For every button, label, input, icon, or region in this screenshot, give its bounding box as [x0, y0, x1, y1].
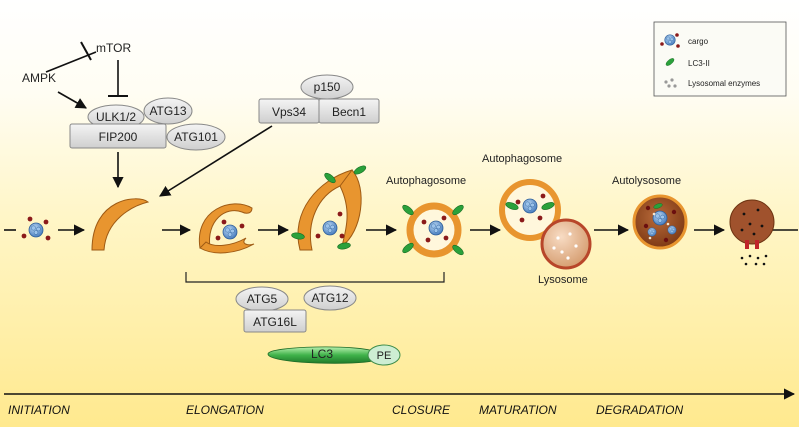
pe-node	[367, 344, 401, 366]
lysosome	[540, 218, 592, 270]
autolysosome	[632, 194, 688, 250]
vps34-complex: p150 Vps34 Becn1	[258, 74, 380, 124]
elongating-phagophore-2	[290, 163, 368, 251]
phagophore	[91, 198, 150, 251]
atg101-label: ATG101	[174, 130, 218, 144]
autophagosome-label-1: Autophagosome	[386, 175, 466, 187]
legend: cargo LC3-II Lysosomal enzymes	[653, 21, 787, 97]
atg13-node	[143, 97, 193, 125]
closing-autophagosome	[400, 202, 466, 258]
autolysosome-label: Autolysosome	[612, 175, 681, 187]
becn1-node	[318, 98, 380, 124]
legend-cargo-icon	[660, 33, 680, 48]
atg16l-node	[243, 309, 307, 333]
ulk-label: ULK1/2	[96, 110, 136, 124]
vps34-label: Vps34	[272, 105, 306, 119]
atg101-node	[166, 123, 226, 151]
lc3-label: LC3	[311, 347, 333, 361]
fip200-label: FIP200	[99, 130, 138, 144]
atg12-node	[303, 285, 357, 311]
legend-cargo-label: cargo	[688, 37, 709, 46]
stage-initiation: INITIATION	[8, 403, 70, 417]
fip200-node	[69, 123, 167, 149]
becn1-label: Becn1	[332, 105, 366, 119]
atg-conjugation-complex: ATG5 ATG12 ATG16L	[235, 285, 357, 333]
p150-label: p150	[314, 80, 341, 94]
elongating-phagophore-1	[198, 203, 255, 254]
legend-box	[653, 21, 787, 97]
atg5-label: ATG5	[247, 292, 278, 306]
stage-elongation: ELONGATION	[186, 403, 264, 417]
stage-closure: CLOSURE	[392, 403, 451, 417]
inhibition-bar-mtor	[80, 41, 92, 61]
atg13-label: ATG13	[149, 104, 186, 118]
vps34-to-phagophore-arrow	[159, 125, 273, 197]
autophagosome-label-2: Autophagosome	[482, 153, 562, 165]
legend-enzyme-icon	[664, 78, 677, 88]
lc3-pe: LC3 PE	[267, 344, 401, 366]
legend-enzyme-label: Lysosomal enzymes	[688, 79, 760, 88]
stage-maturation: MATURATION	[479, 403, 557, 417]
ulk-complex: ULK1/2 ATG13 FIP200 ATG101	[69, 97, 226, 151]
legend-lc3-label: LC3-II	[688, 59, 710, 68]
ampk-label: AMPK	[22, 71, 56, 85]
elongation-bracket	[185, 272, 445, 283]
mtor-label: mTOR	[96, 41, 131, 55]
ampk-activates-ulk	[57, 91, 87, 109]
mature-autophagosome	[499, 179, 561, 241]
stage-degradation: DEGRADATION	[596, 403, 683, 417]
pe-label: PE	[377, 350, 392, 362]
degraded-vesicle	[729, 199, 775, 266]
atg16l-label: ATG16L	[253, 315, 297, 329]
free-cargo	[21, 216, 51, 241]
lysosome-label: Lysosome	[538, 274, 588, 286]
atg12-label: ATG12	[311, 291, 348, 305]
